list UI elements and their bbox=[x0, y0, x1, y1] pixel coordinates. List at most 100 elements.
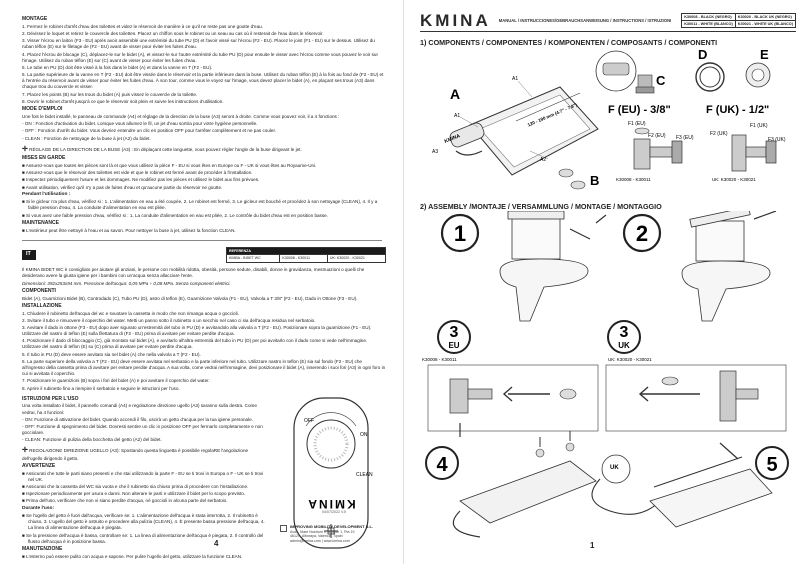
components-heading: 1) COMPONENTS / COMPONENTES / KOMPONENTE… bbox=[420, 38, 718, 47]
valve-assembly-eu bbox=[427, 364, 599, 437]
step-4-badge bbox=[425, 446, 459, 480]
f-uk-part: F2 (UK) bbox=[710, 131, 728, 137]
fr-pendant-item: ■ Si le gicleur n'a plus d'eau, vérifiez… bbox=[22, 199, 378, 211]
step-3-eu-tag: EU bbox=[448, 341, 459, 350]
it-regolazione: ✛ REGOLAZIONE DIREZIONE UGELLO (A3): Spo… bbox=[22, 446, 266, 461]
fr-mode-intro: Une fois le bidet installé, le panneau d… bbox=[22, 113, 340, 119]
step-1-badge bbox=[440, 213, 480, 253]
brand-logo: KMINA bbox=[420, 10, 491, 30]
connector-uk-tag: UK bbox=[610, 465, 619, 471]
connector-uk-detail bbox=[601, 454, 631, 484]
part-label-a1b: A1 bbox=[512, 76, 518, 82]
nozzle-brand: KMINA bbox=[444, 133, 462, 145]
fr-mode-item: - CLEAN : Fonction de nettoyage de la bu… bbox=[22, 135, 151, 141]
fr-step: 6. La partie supérieure de la vanne en T… bbox=[22, 72, 384, 90]
fr-maint-title: MAINTENANCE bbox=[22, 219, 59, 226]
code-cell: K30021 - WHITE UK (BLANCO) bbox=[734, 20, 797, 28]
part-label-a1: A1 bbox=[454, 113, 460, 119]
direction-icon: ✛ bbox=[22, 447, 28, 455]
it-step: 5. Il tubo in PU (D) deve essere avvitat… bbox=[22, 351, 201, 357]
code-cell: K30008 - BLACK (NEGRO) bbox=[681, 13, 736, 21]
left-page: MONTAGE 1. Fermez le robinet d'arrêt d'e… bbox=[22, 16, 387, 561]
valve-assembly-uk bbox=[605, 364, 787, 432]
it-avv-title: AVVERTENZE bbox=[22, 462, 56, 469]
step-3-eu-badge bbox=[437, 320, 471, 354]
f-uk-codes: UK: K30020 - K30021 bbox=[712, 177, 756, 182]
fr-mises-item: ■ Inspectez périodiquement l'usure et le… bbox=[22, 177, 260, 183]
it-step: 6. La parte superiore della valvola a T … bbox=[22, 358, 386, 377]
step-3-uk-badge bbox=[607, 320, 641, 354]
it-uso-item: - OFF: Funzione di spegnimento del bidet… bbox=[22, 424, 263, 436]
control-panel-illustration: OFF ON CLEAN KMINA bbox=[293, 397, 373, 549]
right-page: KMINA MANUAL / INSTRUCCIONES/GEBRAUCHSAN… bbox=[404, 0, 808, 564]
bidet-installation-4 bbox=[452, 431, 597, 538]
fr-step: 5. Le tube en PU (D) doit être vissé à l… bbox=[22, 64, 213, 70]
fr-step: 8. Ouvrir le robinet d'arrêt jusqu'à ce … bbox=[22, 98, 224, 104]
step-3-eu-codes: K30008 - K30011 bbox=[422, 357, 457, 362]
it-uso-intro: Una volta installato il bidet, il pannel… bbox=[22, 403, 257, 415]
fr-mises-item: ■ Avant utilisation, vérifiez qu'il n'y … bbox=[22, 184, 223, 190]
fr-pendant-title: Pendant l'utilisation : bbox=[22, 191, 71, 197]
fr-step: 4. Placez l'écrou de blocage (C), déplac… bbox=[22, 51, 378, 63]
it-comp-text: Bidet (A), Guarnizioni Bidet (B), Contro… bbox=[22, 295, 358, 301]
fr-step: 7. Placez les points (B) sur les trous d… bbox=[22, 91, 198, 97]
page-fold bbox=[403, 0, 404, 564]
company-line: 46120, Alboraya, Valencia, Spain bbox=[290, 534, 343, 539]
lock-nut-c bbox=[635, 74, 655, 94]
company-info: IMPROVING MOBILITY DEVELOPMENT S.L. Avda… bbox=[290, 524, 373, 544]
fr-mises-item: ■ Assurez-vous que le réservoir des toil… bbox=[22, 170, 253, 176]
company-logo-icon bbox=[280, 525, 287, 532]
it-avv-item: ■ Prima dell'uso, verificare che non vi … bbox=[22, 498, 228, 504]
ref-cell: KIMBA - BIDET WC bbox=[225, 254, 281, 264]
company-line: admin@kmina.com | www.kmina.com bbox=[290, 539, 350, 544]
f-eu-part: F2 (EU) bbox=[648, 133, 666, 139]
t-valve-eu bbox=[633, 127, 683, 170]
fr-mode-title: MODE D'EMPLOI bbox=[22, 106, 63, 113]
it-header-row: IT REFERENZA KIMBA - BIDET WC K30008 - K… bbox=[22, 246, 387, 264]
fr-reglage-text: RÉGLAGE DE LA DIRECTION DE LA BUSE (A3) … bbox=[29, 146, 302, 152]
fr-step: 2. Dévissez le loquet et retirez le couv… bbox=[22, 31, 324, 37]
assembly-heading: 2) ASSEMBLY /MONTAJE / VERSAMMLUNG / MON… bbox=[420, 202, 662, 211]
section-divider bbox=[22, 239, 382, 241]
it-manut-text: ■ L'esterno può essere pulito con acqua … bbox=[22, 553, 243, 559]
clean-label: CLEAN bbox=[356, 472, 373, 478]
it-durante-title: Durante l'uso: bbox=[22, 505, 55, 511]
it-avv-item: ■ Ispezionare periodicamente per usura e… bbox=[22, 491, 246, 497]
it-step: 2. Svitare il tubo e rimuovere il coperc… bbox=[22, 317, 316, 323]
fr-pendant-item: ■ Si vous avez une faible pression d'eau… bbox=[22, 212, 328, 218]
it-comp-title: COMPONENTI bbox=[22, 287, 56, 294]
step-3-uk-tag: UK bbox=[618, 341, 630, 350]
step-3-eu-number: 3 bbox=[450, 324, 459, 341]
f-uk-part: F3 (UK) bbox=[768, 137, 786, 143]
header-bar: KMINA MANUAL / INSTRUCCIONES/GEBRAUCHSAN… bbox=[420, 10, 797, 32]
fr-montage-steps: 1. Fermez le robinet d'arrêt d'eau des t… bbox=[22, 24, 386, 105]
off-label: OFF bbox=[304, 418, 314, 424]
ref-header: REFERENZA bbox=[226, 246, 386, 256]
page-number-right: 1 bbox=[590, 541, 595, 550]
it-regolazione-text: REGOLAZIONE DIREZIONE UGELLO (A3): Spost… bbox=[22, 448, 249, 461]
it-step: 1. Chiudere il rubinetto dell'acqua del … bbox=[22, 310, 239, 316]
teflon-tape-e bbox=[745, 62, 771, 88]
f-eu-part: F3 (EU) bbox=[676, 135, 694, 141]
remote-brand: KMINA bbox=[306, 497, 355, 511]
it-durante-item: ■ Se la pressione dell'acqua è bassa, co… bbox=[22, 532, 264, 544]
toilet-seat-closing-5 bbox=[649, 442, 773, 528]
it-avv-item: ■ Assicurati che tutte le parti siano pr… bbox=[22, 470, 264, 482]
fr-step: 3. Visser l'écrou en laiton (F3 - EU) ap… bbox=[22, 38, 375, 50]
f-eu-codes: K30008 - K30011 bbox=[616, 177, 651, 182]
fr-mises-item: ■ Assurez-vous que toutes les pièces son… bbox=[22, 162, 317, 168]
step-2-badge bbox=[622, 213, 662, 253]
fr-step: 1. Fermez le robinet d'arrêt d'eau des t… bbox=[22, 23, 263, 29]
it-reference-table: REFERENZA KIMBA - BIDET WC K30008 - K300… bbox=[225, 246, 387, 264]
fr-mode-item: - ON : Fonction d'activation du bidet. L… bbox=[22, 121, 258, 127]
component-letter-c: C bbox=[656, 73, 666, 88]
t-valve-uk bbox=[731, 134, 777, 172]
it-step: 7. Posizionare le guarnizioni (B) sopra … bbox=[22, 378, 210, 384]
ref-cell: K30008 - K30011 bbox=[279, 254, 328, 264]
it-usage-text: ISTRUZIONI PER L'USO Una volta installat… bbox=[22, 396, 266, 561]
bidet-a-illustration: KMINA bbox=[444, 86, 599, 176]
manual-title: MANUAL / INSTRUCCIONES/GEBRAUCHSANWEISUN… bbox=[498, 18, 672, 23]
f-uk-title: F (UK) - 1/2" bbox=[706, 104, 769, 116]
fr-mises-title: MISES EN GARDE bbox=[22, 155, 66, 162]
f-eu-title: F (EU) - 3/8" bbox=[608, 104, 671, 116]
